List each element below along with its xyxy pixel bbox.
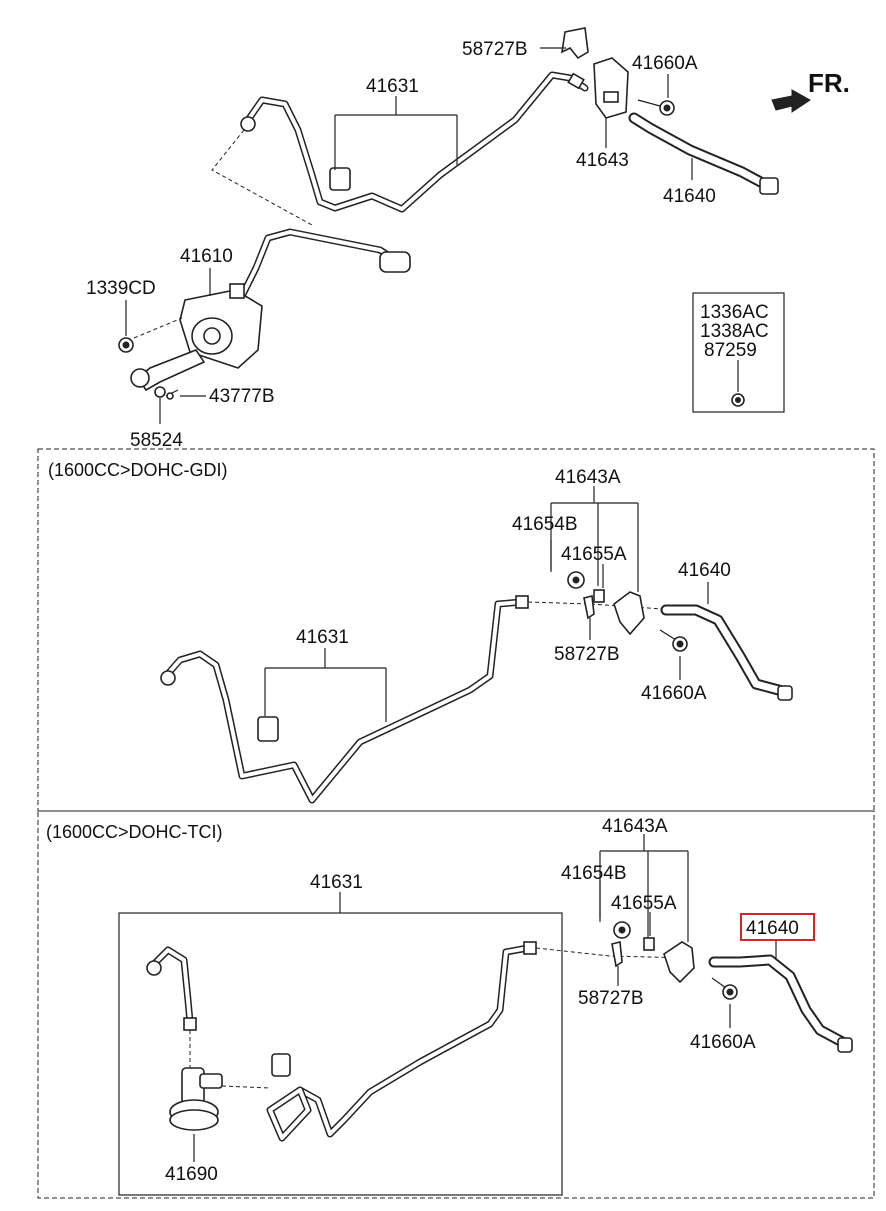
label-41643: 41643: [576, 150, 629, 171]
gdi-label-41655a: 41655A: [561, 544, 627, 565]
inset-label-3: 87259: [704, 340, 757, 361]
label-58524: 58524: [130, 430, 183, 451]
tci-label-41643a: 41643A: [602, 816, 668, 837]
bolt-41660a-gdi: [659, 629, 688, 652]
grommet-41654b-gdi: [567, 571, 585, 589]
nut-1339cd: [118, 317, 183, 353]
clutch-pipe-top: [240, 71, 589, 213]
bolt-41660a-tci: [711, 977, 738, 1000]
inset-label-1: 1336AC: [700, 302, 769, 323]
label-41640: 41640: [663, 186, 716, 207]
label-41660a: 41660A: [632, 53, 698, 74]
clip-pin-58524: [154, 386, 166, 424]
clutch-master-cylinder: [130, 228, 411, 392]
bracket-clip-58727b: [560, 27, 589, 60]
clip-58727b-tci: [611, 940, 623, 968]
bushing-41655a-tci: [643, 937, 655, 951]
tci-label-58727b: 58727B: [578, 988, 644, 1009]
label-41610: 41610: [180, 246, 233, 267]
pin-43777b: [165, 389, 179, 400]
front-direction-label: FR.: [808, 68, 850, 98]
tci-label-41690: 41690: [165, 1164, 218, 1185]
tci-label-41655a: 41655A: [611, 893, 677, 914]
tci-section-title: (1600CC>DOHC-TCI): [46, 822, 223, 842]
label-58727b: 58727B: [462, 39, 528, 60]
grommet-41654b-tci: [613, 921, 631, 939]
clutch-pipe-gdi: [160, 595, 529, 804]
gdi-label-41660a: 41660A: [641, 683, 707, 704]
bracket-41643a-tci: [663, 941, 695, 984]
label-41631: 41631: [366, 76, 419, 97]
clutch-damper-41690: [169, 1030, 271, 1162]
gdi-label-41640: 41640: [678, 560, 731, 581]
inset-label-2: 1338AC: [700, 321, 769, 342]
bracket-41643a-gdi: [613, 591, 645, 636]
bushing-41655a-gdi: [593, 589, 605, 603]
gdi-label-41654b: 41654B: [512, 514, 578, 535]
inset-nut-box: 1336AC 1338AC 87259: [692, 292, 785, 413]
tci-label-41654b: 41654B: [561, 863, 627, 884]
clutch-hose-top: [628, 112, 779, 195]
tci-section: (1600CC>DOHC-TCI): [37, 810, 875, 1199]
clip-58727b-gdi: [583, 595, 595, 620]
bracket-41643: [593, 57, 629, 119]
gdi-section-title: (1600CC>DOHC-GDI): [48, 460, 228, 480]
front-direction-arrow-icon: [771, 89, 811, 113]
bolt-41660a: [637, 99, 675, 116]
top-section: FR.: [86, 27, 850, 451]
tci-label-41660a: 41660A: [690, 1032, 756, 1053]
label-43777b: 43777B: [209, 386, 275, 407]
gdi-section: (1600CC>DOHC-GDI): [37, 448, 875, 812]
tci-label-41640: 41640: [746, 918, 799, 939]
gdi-label-41631: 41631: [296, 627, 349, 648]
gdi-label-58727b: 58727B: [554, 644, 620, 665]
highlight-box: [740, 913, 815, 941]
clutch-pipe-tci: [146, 941, 537, 1142]
clutch-hose-tci: [708, 954, 853, 1053]
gdi-label-41643a: 41643A: [555, 467, 621, 488]
tci-label-41631: 41631: [310, 872, 363, 893]
clutch-hose-gdi: [660, 604, 793, 701]
label-1339cd: 1339CD: [86, 278, 156, 299]
